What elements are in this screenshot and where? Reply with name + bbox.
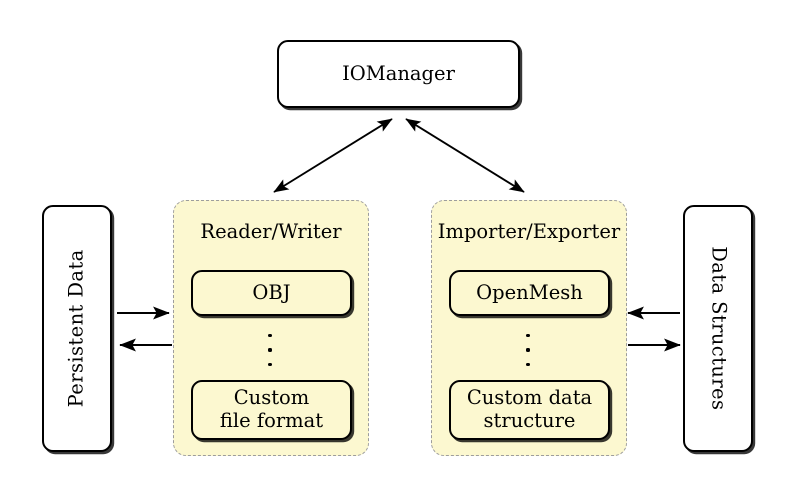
group-reader-writer-title: Reader/Writer (200, 220, 342, 243)
ellipsis-importer-exporter (526, 334, 530, 366)
node-custom-file-format[interactable]: Custom file format (191, 380, 352, 440)
node-iomanager[interactable]: IOManager (277, 40, 520, 108)
ellipsis-reader-writer (268, 334, 272, 366)
group-importer-exporter: Importer/Exporter OpenMesh Custom data s… (431, 200, 627, 456)
node-custom-data-structure[interactable]: Custom data structure (449, 380, 610, 440)
node-obj[interactable]: OBJ (191, 270, 352, 316)
node-data-structures-label: Data Structures (707, 246, 731, 411)
group-importer-exporter-title: Importer/Exporter (437, 220, 621, 243)
node-iomanager-label: IOManager (342, 61, 455, 85)
connection-manager-importerexporter (405, 118, 525, 193)
node-data-structures[interactable]: Data Structures (683, 205, 753, 452)
node-persistent-data-label: Persistent Data (64, 249, 88, 408)
node-openmesh[interactable]: OpenMesh (449, 270, 610, 316)
connection-manager-readerwriter (273, 118, 393, 193)
node-persistent-data[interactable]: Persistent Data (42, 205, 112, 452)
node-openmesh-label: OpenMesh (476, 280, 583, 304)
node-obj-label: OBJ (252, 280, 291, 304)
group-reader-writer: Reader/Writer OBJ Custom file format (173, 200, 369, 456)
node-custom-file-format-label: Custom file format (219, 386, 324, 432)
node-custom-data-structure-label: Custom data structure (466, 386, 593, 432)
